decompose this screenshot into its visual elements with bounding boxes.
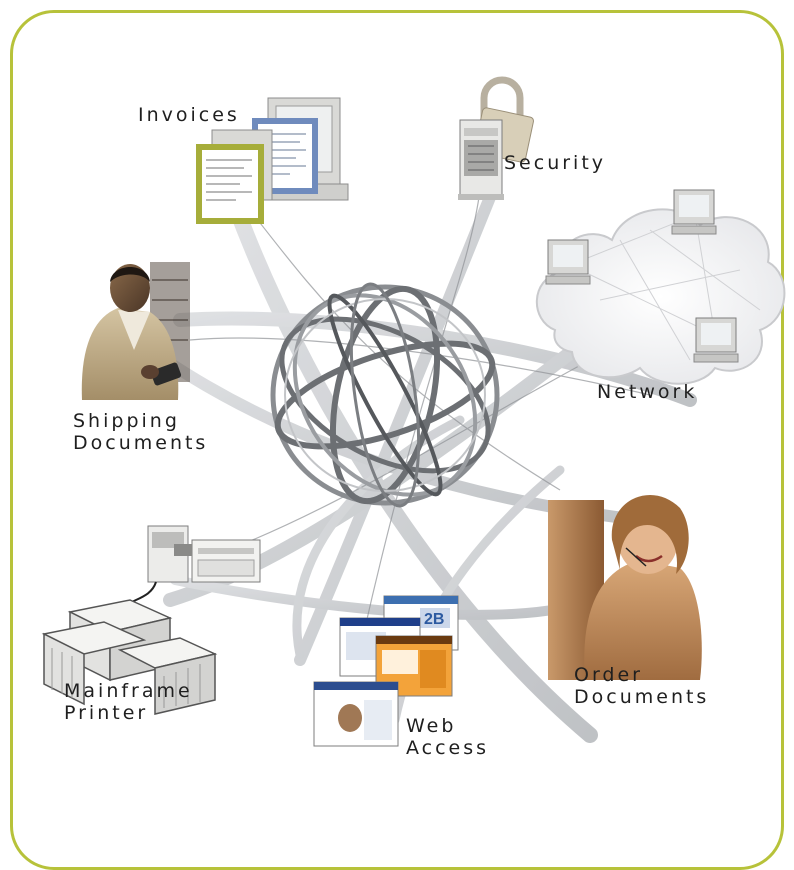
orbit-ribbon <box>170 575 595 620</box>
order-woman-photo <box>548 494 702 680</box>
invoices-label: Invoices <box>138 104 240 126</box>
orbit-ribbon <box>294 179 501 666</box>
tag-2b: 2B <box>424 611 444 628</box>
computer-icon <box>671 189 717 235</box>
mainframe-printer-label: Mainframe Printer <box>64 680 193 724</box>
shipping-documents-label: Shipping Documents <box>73 410 209 454</box>
orbit-ribbon <box>173 311 697 407</box>
order-documents-label: Order Documents <box>574 664 710 708</box>
shipping-man-photo <box>81 262 190 400</box>
network-label: Network <box>597 381 698 403</box>
security-label: Security <box>504 152 607 174</box>
browser-windows: 2B <box>313 595 459 747</box>
mainframe-icon <box>41 599 218 715</box>
computer-icon <box>545 239 591 285</box>
invoices-illustration <box>196 97 349 224</box>
printer-icon <box>147 525 261 583</box>
globe-icon <box>270 282 500 508</box>
web-access-label: Web Access <box>406 715 490 759</box>
connectivity-illustration: 2B <box>41 76 786 747</box>
cloud-icon <box>535 208 786 385</box>
server-icon <box>458 119 504 200</box>
computer-icon <box>693 317 739 363</box>
